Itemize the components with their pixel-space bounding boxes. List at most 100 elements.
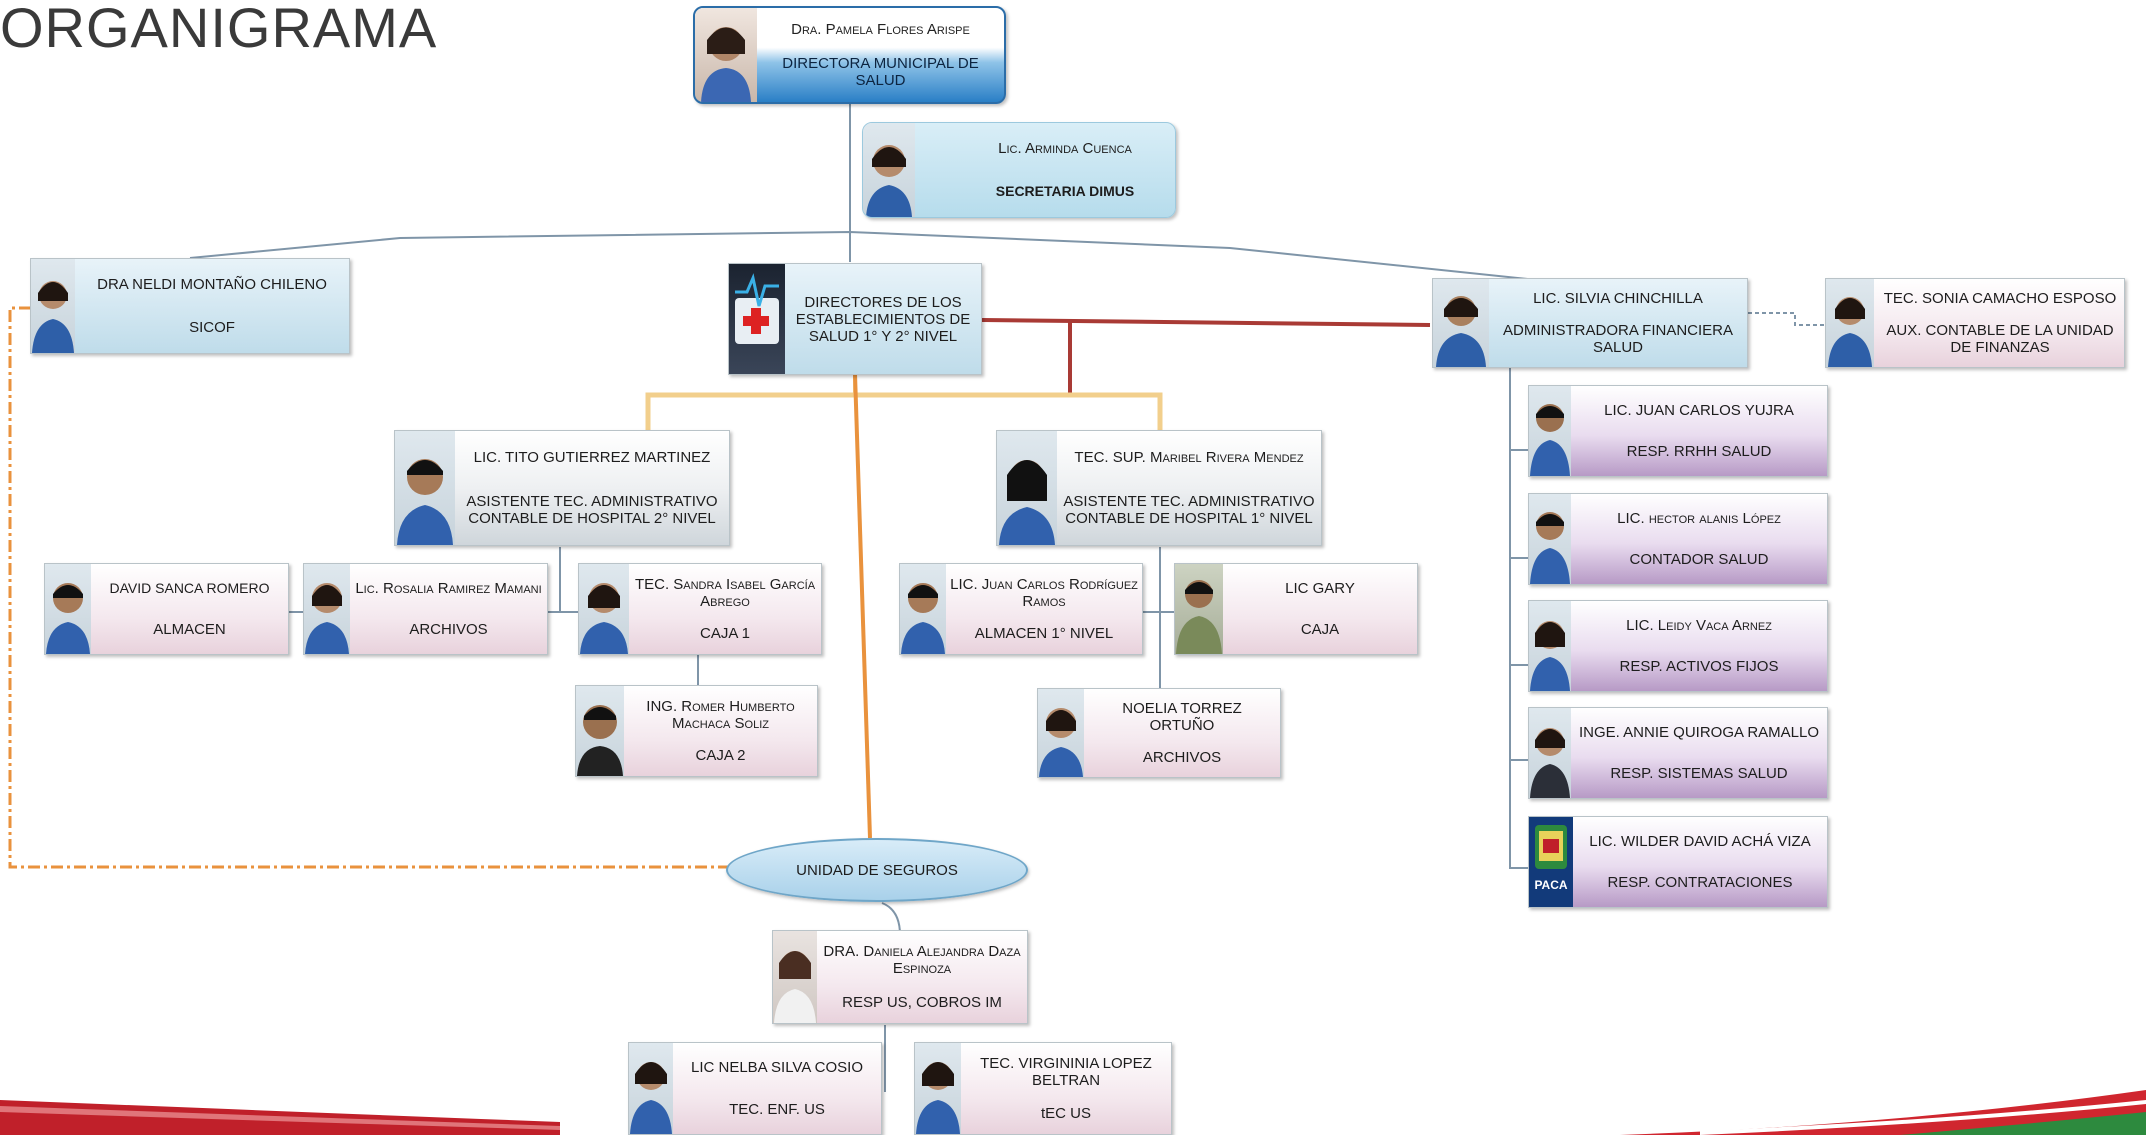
connector-top-spread: [189, 230, 1586, 286]
wilder-name: LIC. WILDER DAVID ACHÁ VIZA: [1589, 833, 1811, 850]
unidad-seguros-node[interactable]: UNIDAD DE SEGUROS: [726, 838, 1028, 902]
sicof-name: DRA NELDI MONTAÑO CHILENO: [97, 276, 327, 293]
card-rosalia[interactable]: Lic. Rosalia Ramirez Mamani ARCHIVOS: [303, 563, 548, 655]
directores-label: DIRECTORES DE LOS ESTABLECIMIENTOS DE SA…: [795, 293, 971, 345]
medical-kit-icon: [729, 264, 785, 374]
annie-role: RESP. SISTEMAS SALUD: [1610, 765, 1788, 782]
card-virginia[interactable]: TEC. VIRGININIA LOPEZ BELTRAN tEC US: [914, 1042, 1172, 1135]
virginia-name: TEC. VIRGININIA LOPEZ BELTRAN: [980, 1055, 1152, 1089]
nelba-role: TEC. ENF. US: [729, 1100, 825, 1118]
director-name: Dra. Pamela Flores Arispe: [791, 20, 970, 38]
david-role: ALMACEN: [153, 621, 226, 638]
card-nelba[interactable]: LIC NELBA SILVA COSIO TEC. ENF. US: [628, 1042, 882, 1135]
director-role: DIRECTORA MUNICIPAL DE SALUD: [782, 55, 979, 90]
administradora-role: ADMINISTRADORA FINANCIERA SALUD: [1502, 321, 1734, 356]
logo-text: PACA: [1534, 878, 1567, 892]
card-maribel[interactable]: TEC. SUP. Maribel Rivera Mendez ASISTENT…: [996, 430, 1322, 546]
card-aux-contable[interactable]: TEC. SONIA CAMACHO ESPOSO AUX. CONTABLE …: [1825, 278, 2125, 368]
card-administradora[interactable]: LIC. SILVIA CHINCHILLA ADMINISTRADORA FI…: [1432, 278, 1748, 368]
romer-name: ING. Romer Humberto Machaca Soliz: [646, 697, 795, 732]
card-yujra[interactable]: LIC. JUAN CARLOS YUJRA RESP. RRHH SALUD: [1528, 385, 1828, 477]
yujra-role: RESP. RRHH SALUD: [1626, 443, 1772, 460]
card-sandra[interactable]: TEC. Sandra Isabel García Abrego CAJA 1: [578, 563, 822, 655]
avatar: [395, 431, 455, 545]
avatar: [1826, 279, 1874, 367]
card-leidy[interactable]: LIC. Leidy Vaca Arnez RESP. ACTIVOS FIJO…: [1528, 600, 1828, 692]
card-director[interactable]: Dra. Pamela Flores Arispe DIRECTORA MUNI…: [693, 6, 1006, 104]
secretaria-name: Lic. Arminda Cuenca: [998, 140, 1132, 157]
juan-carlos-rodriguez-name: LIC. Juan Carlos Rodríguez Ramos: [950, 575, 1138, 610]
avatar: [45, 564, 91, 654]
card-daniela[interactable]: DRA. Daniela Alejandra Daza Espinoza RES…: [772, 930, 1028, 1024]
administradora-name: LIC. SILVIA CHINCHILLA: [1533, 290, 1703, 308]
avatar: [304, 564, 350, 654]
avatar: [695, 8, 757, 102]
avatar: [773, 931, 817, 1023]
noelia-role: ARCHIVOS: [1142, 748, 1222, 766]
aux-contable-name: TEC. SONIA CAMACHO ESPOSO: [1883, 290, 2117, 308]
nelba-name: LIC NELBA SILVA COSIO: [690, 1059, 864, 1077]
maribel-name: TEC. SUP. Maribel Rivera Mendez: [1074, 448, 1304, 466]
avatar: [1529, 601, 1571, 691]
connector-directores-admin: [981, 318, 1431, 327]
gary-role: CAJA: [1300, 621, 1340, 638]
leidy-name: LIC. Leidy Vaca Arnez: [1626, 617, 1772, 634]
card-wilder[interactable]: PACA LIC. WILDER DAVID ACHÁ VIZA RESP. C…: [1528, 816, 1828, 908]
aux-contable-role: AUX. CONTABLE DE LA UNIDAD DE FINANZAS: [1886, 321, 2114, 356]
card-sicof[interactable]: DRA NELDI MONTAÑO CHILENO SICOF: [30, 258, 350, 354]
connector-gold-branch: [645, 392, 1163, 430]
sandra-name: TEC. Sandra Isabel García Abrego: [634, 575, 816, 610]
avatar: [997, 431, 1057, 545]
rosalia-role: ARCHIVOS: [409, 621, 488, 638]
leidy-role: RESP. ACTIVOS FIJOS: [1619, 658, 1779, 675]
card-tito[interactable]: LIC. TITO GUTIERREZ MARTINEZ ASISTENTE T…: [394, 430, 730, 546]
card-hector[interactable]: LIC. hector alanis López CONTADOR SALUD: [1528, 493, 1828, 585]
card-secretaria[interactable]: Lic. Arminda Cuenca SECRETARIA DIMUS: [862, 122, 1176, 218]
avatar: [629, 1043, 673, 1134]
secretaria-role: SECRETARIA DIMUS: [995, 183, 1135, 199]
card-juan-carlos-rodriguez[interactable]: LIC. Juan Carlos Rodríguez Ramos ALMACEN…: [899, 563, 1143, 655]
david-name: DAVID SANCA ROMERO: [109, 580, 270, 596]
avatar: [900, 564, 946, 654]
avatar: [1038, 689, 1084, 777]
avatar: [576, 686, 624, 776]
avatar: [31, 259, 75, 353]
page-title: ORGANIGRAMA: [0, 0, 438, 59]
wilder-role: RESP. CONTRATACIONES: [1607, 874, 1793, 891]
avatar: [1529, 708, 1571, 798]
virginia-role: tEC US: [1040, 1105, 1091, 1122]
sicof-role: SICOF: [189, 319, 235, 336]
gary-name: LIC GARY: [1285, 580, 1355, 597]
card-annie[interactable]: INGE. ANNIE QUIROGA RAMALLO RESP. SISTEM…: [1528, 707, 1828, 799]
card-gary[interactable]: LIC GARY CAJA: [1174, 563, 1418, 655]
avatar: [915, 1043, 961, 1134]
avatar: [863, 123, 915, 217]
sandra-role: CAJA 1: [699, 625, 751, 643]
municipal-logo-icon: PACA: [1529, 817, 1573, 907]
noelia-name: NOELIA TORREZ ORTUÑO: [1122, 700, 1242, 735]
maribel-role: ASISTENTE TEC. ADMINISTRATIVO CONTABLE D…: [1063, 493, 1315, 528]
avatar: [1529, 494, 1571, 584]
card-romer[interactable]: ING. Romer Humberto Machaca Soliz CAJA 2: [575, 685, 818, 777]
card-noelia[interactable]: NOELIA TORREZ ORTUÑO ARCHIVOS: [1037, 688, 1281, 778]
connector-seguros: [853, 373, 872, 839]
avatar: [579, 564, 629, 654]
tito-name: LIC. TITO GUTIERREZ MARTINEZ: [473, 448, 711, 466]
card-directores-establecimientos[interactable]: DIRECTORES DE LOS ESTABLECIMIENTOS DE SA…: [728, 263, 982, 375]
hector-name: LIC. hector alanis López: [1617, 510, 1781, 527]
yujra-name: LIC. JUAN CARLOS YUJRA: [1604, 402, 1794, 419]
connector-seguros-sicof: [8, 306, 730, 869]
avatar: [1529, 386, 1571, 476]
avatar: [1175, 564, 1223, 654]
card-david[interactable]: DAVID SANCA ROMERO ALMACEN: [44, 563, 289, 655]
romer-role: CAJA 2: [695, 747, 746, 765]
tito-role: ASISTENTE TEC. ADMINISTRATIVO CONTABLE D…: [466, 493, 718, 528]
connector-admin-aux: [1748, 312, 1825, 326]
daniela-name: DRA. Daniela Alejandra Daza Espinoza: [823, 943, 1021, 978]
annie-name: INGE. ANNIE QUIROGA RAMALLO: [1578, 724, 1820, 741]
rosalia-name: Lic. Rosalia Ramirez Mamani: [355, 580, 542, 597]
daniela-role: RESP US, COBROS IM: [842, 993, 1002, 1011]
hector-role: CONTADOR SALUD: [1629, 551, 1769, 568]
